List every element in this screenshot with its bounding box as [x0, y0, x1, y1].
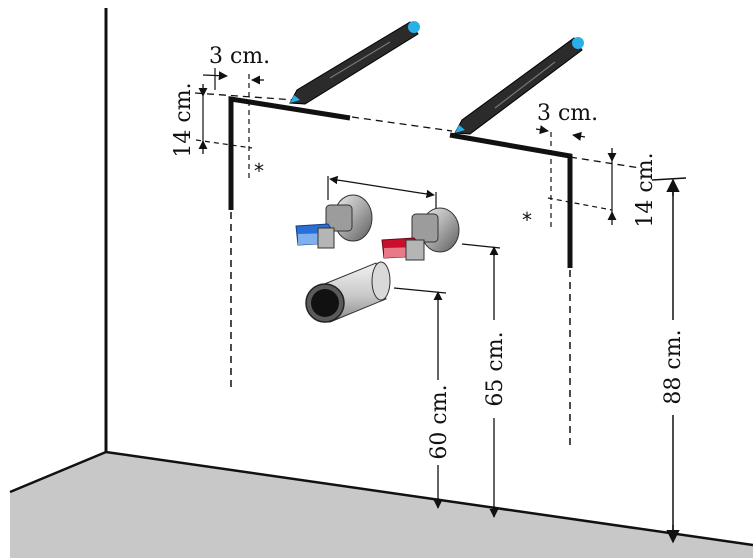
- valve-spacing-dimension: [327, 175, 437, 214]
- height-dimension-88: [651, 177, 687, 544]
- marker-pen-icon: [289, 21, 420, 105]
- hot-water-valve-icon: [381, 207, 460, 261]
- height-dimension-65: [461, 243, 501, 518]
- label-height-60: 60 cm.: [427, 384, 452, 459]
- right-bracket-mark: [449, 125, 617, 450]
- left-bracket-mark: [195, 68, 351, 392]
- height-dimension-60: [393, 287, 447, 509]
- floor: [10, 452, 753, 558]
- mark-star: *: [254, 159, 264, 183]
- label-left-offset: 3 cm.: [209, 44, 270, 69]
- label-right-drop: 14 cm.: [633, 152, 658, 227]
- drain-pipe-icon: [305, 261, 391, 323]
- reference-line: [194, 92, 641, 169]
- label-right-offset: 3 cm.: [537, 101, 598, 126]
- label-height-88: 88 cm.: [661, 329, 686, 404]
- label-height-65: 65 cm.: [483, 331, 508, 406]
- cold-water-valve-icon: [295, 194, 373, 249]
- wall-and-floor: [9, 8, 753, 558]
- label-left-drop: 14 cm.: [171, 82, 196, 157]
- marker-pen-icon: [454, 37, 584, 135]
- mark-star: *: [522, 208, 532, 232]
